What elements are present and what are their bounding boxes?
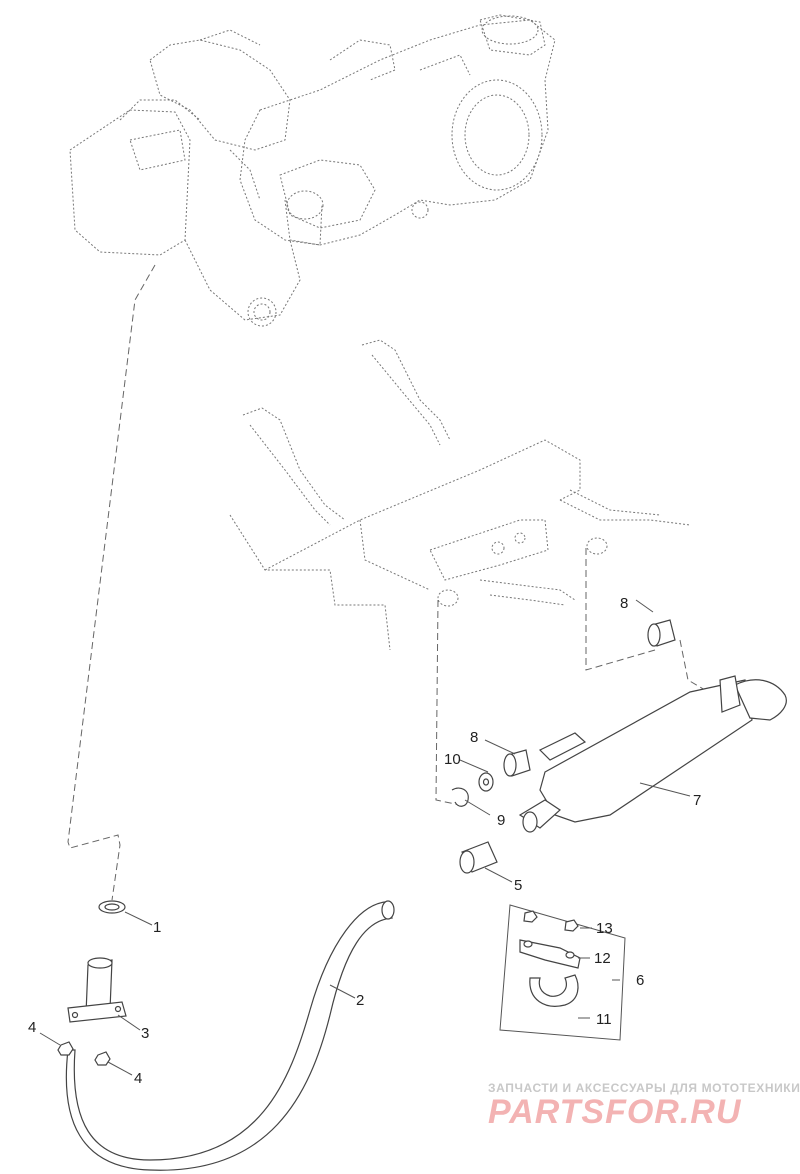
label-part-4b: 4 xyxy=(134,1070,142,1087)
assembly-leader-lines xyxy=(67,264,706,901)
watermark-tagline: ЗАПЧАСТИ И АКСЕССУАРЫ ДЛЯ МОТОТЕХНИКИ xyxy=(488,1081,800,1095)
label-part-6: 6 xyxy=(636,972,644,989)
frame-illustration xyxy=(229,339,691,651)
washer-part xyxy=(478,772,494,792)
label-part-7: 7 xyxy=(693,792,701,809)
label-part-2: 2 xyxy=(356,992,364,1009)
damper-parts xyxy=(503,619,676,777)
gasket-part xyxy=(98,900,126,914)
nut-parts xyxy=(57,1041,111,1066)
muffler-part xyxy=(518,675,787,833)
clip-part xyxy=(451,787,469,807)
label-part-3: 3 xyxy=(141,1025,149,1042)
label-part-8a: 8 xyxy=(620,595,628,612)
bracket-kit xyxy=(499,904,626,1041)
exhaust-pipe-part xyxy=(65,900,395,1171)
label-part-8b: 8 xyxy=(470,729,478,746)
label-part-5: 5 xyxy=(514,877,522,894)
watermark: ЗАПЧАСТИ И АКСЕССУАРЫ ДЛЯ МОТОТЕХНИКИ PA… xyxy=(488,1081,800,1131)
label-part-13: 13 xyxy=(596,920,613,937)
label-part-11: 11 xyxy=(596,1011,612,1028)
label-leader-lines xyxy=(39,599,691,1076)
watermark-brand: PARTSFOR.RU xyxy=(488,1093,742,1131)
label-part-9: 9 xyxy=(497,812,505,829)
part-labels: 1 2 3 4 4 5 6 7 8 8 9 10 11 12 13 xyxy=(28,595,701,1087)
label-part-4a: 4 xyxy=(28,1019,36,1036)
flange-part xyxy=(67,957,127,1023)
sleeve-part xyxy=(459,841,498,874)
label-part-1: 1 xyxy=(153,919,161,936)
label-part-12: 12 xyxy=(594,950,611,967)
engine-illustration xyxy=(69,14,556,327)
label-part-10: 10 xyxy=(444,751,461,768)
